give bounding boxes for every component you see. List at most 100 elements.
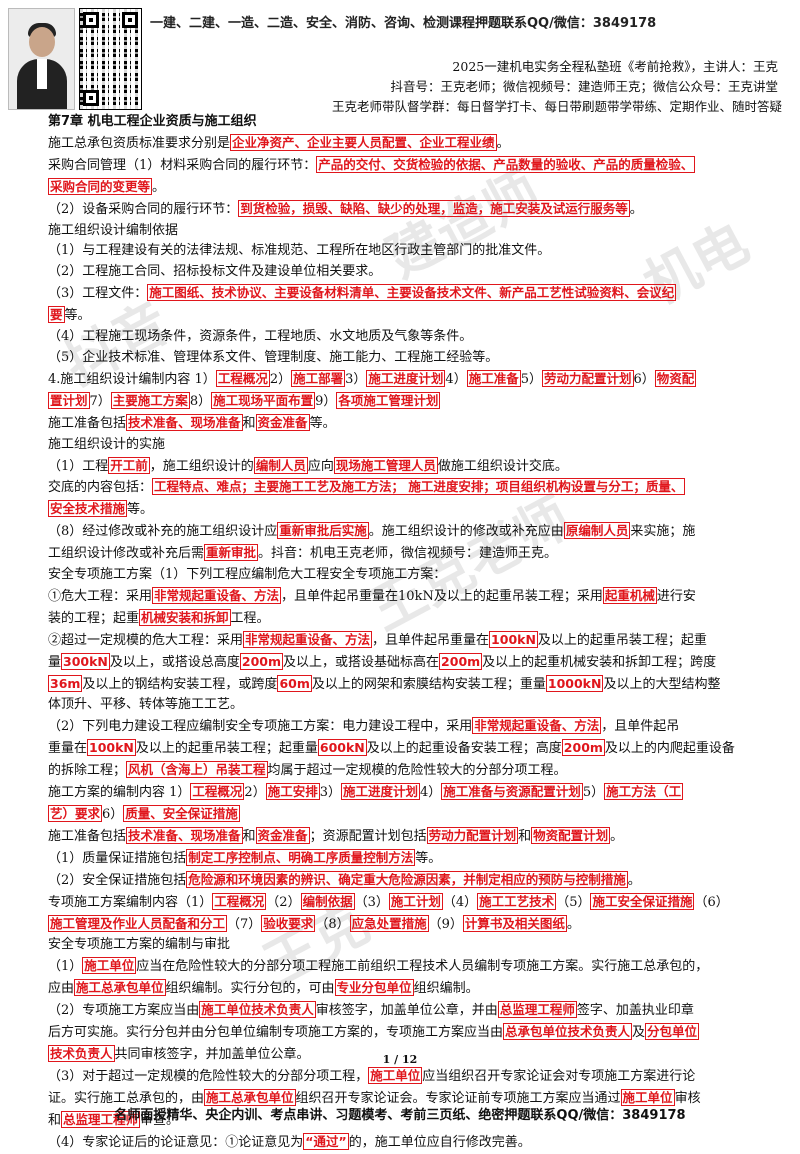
key-point-highlight: 施工进度计划 — [341, 783, 421, 801]
key-point-highlight: 200m — [239, 652, 284, 670]
text-segment: ①危大工程：采用 — [48, 588, 153, 604]
text-line: 安全技术措施等。 — [48, 499, 760, 521]
key-point-highlight: 要 — [48, 306, 65, 324]
text-line: 后方可实施。实行分包并由分包单位编制专项施工方案的，专项施工方案应当由总承包单位… — [48, 1022, 760, 1044]
key-point-highlight: 技术负责人 — [48, 1044, 115, 1062]
text-segment: （5） — [556, 894, 591, 910]
text-line: （3）对于超过一定规模的危险性较大的分部分项工程，施工单位应当组织召开专家论证会… — [48, 1066, 760, 1088]
text-segment: 进行安 — [656, 588, 696, 604]
text-line: （2）下列电力建设工程应编制安全专项施工方案：电力建设工程中，采用非常规起重设备… — [48, 716, 760, 738]
key-point-highlight: 施工单位 — [368, 1066, 423, 1084]
text-segment: （6） — [694, 894, 729, 910]
text-segment: 施工方案的编制内容 1） — [48, 785, 191, 801]
text-segment: （2）专项施工方案应当由 — [48, 1003, 200, 1019]
key-point-highlight: 总监理工程师 — [497, 1001, 577, 1019]
key-point-highlight: 非常规起重设备、方法 — [243, 630, 373, 648]
text-segment: 及以上的网架和索膜结构安装工程；重量 — [311, 676, 546, 692]
key-point-highlight: 资金准备 — [255, 413, 310, 431]
text-line: 交底的内容包括：工程特点、难点；主要施工工艺及施工方法； 施工进度安排；项目组织… — [48, 477, 760, 499]
key-point-highlight: 原编制人员 — [563, 522, 631, 540]
key-point-highlight: 验收要求 — [261, 914, 316, 932]
text-segment: 4） — [445, 371, 467, 387]
text-line: 的拆除工程；风机（含海上）吊装工程均属于超过一定规模的危险性较大的分部分项工程。 — [48, 760, 760, 782]
key-point-highlight: 现场施工管理人员 — [333, 456, 438, 474]
text-segment: 及 — [632, 1025, 646, 1041]
text-segment: 应由 — [48, 981, 75, 997]
teacher-photo — [8, 8, 75, 110]
key-point-highlight: 技术准备、现场准备 — [126, 826, 243, 844]
text-segment: 。 — [627, 872, 641, 888]
text-segment: 2） — [269, 371, 292, 387]
key-point-highlight: 300kN — [61, 652, 110, 670]
text-segment: 8） — [189, 393, 212, 409]
key-point-highlight: 重新审批 — [204, 544, 259, 562]
key-point-highlight: 风机（含海上）吊装工程 — [126, 761, 268, 779]
text-segment: 及以上的钢结构安装工程，或跨度 — [82, 676, 278, 692]
key-point-highlight: 施工单位技术负责人 — [199, 1001, 316, 1019]
text-segment: ，且单件起吊重量在10kN及以上的起重吊装工程；采用 — [281, 588, 603, 604]
text-line: 施工组织设计编制依据 — [48, 221, 760, 242]
text-segment: 装的工程；起重 — [48, 610, 140, 626]
key-point-highlight: 制定工序控制点、明确工序质量控制方法 — [186, 848, 416, 866]
text-segment: 重量在 — [48, 741, 88, 757]
key-point-highlight: 工程概况 — [212, 892, 267, 910]
study-group-info: 王克老师带队督学群：每日督学打卡、每日带刷题带学带练、定期作业、随时答疑 — [331, 99, 782, 114]
text-segment: 组织编制。 — [413, 981, 479, 997]
text-segment: 。 — [152, 179, 166, 195]
text-segment: （9） — [428, 916, 463, 932]
text-segment: 施工总承包资质标准要求分别是 — [48, 135, 231, 151]
text-segment: （2）设备采购合同的履行环节： — [48, 201, 239, 217]
contact-banner: 一建、二建、一造、二造、安全、消防、咨询、检测课程押题联系QQ/微信：38491… — [150, 16, 657, 31]
text-line: 采购合同管理（1）材料采购合同的履行环节：产品的交付、交货检验的依据、产品数量的… — [48, 155, 760, 177]
text-segment: 的拆除工程； — [48, 763, 127, 779]
text-segment: （4）专家论证后的论证意见：①论证意见为 — [48, 1134, 304, 1150]
text-line: ①危大工程：采用非常规起重设备、方法，且单件起吊重量在10kN及以上的起重吊装工… — [48, 586, 760, 608]
text-segment: 及以上的内爬起重设备 — [604, 741, 735, 757]
key-point-highlight: 200m — [561, 739, 605, 757]
text-segment: ，施工组织设计的 — [149, 458, 254, 474]
text-segment: 审查。 — [140, 1112, 180, 1128]
text-line: 安全专项施工方案的编制与审批 — [48, 935, 760, 956]
key-point-highlight: 编制依据 — [300, 892, 355, 910]
text-segment: 4.施工组织设计编制内容 1） — [48, 371, 216, 387]
key-point-highlight: 36m — [48, 674, 83, 692]
text-segment: 安全专项施工方案的编制与审批 — [48, 937, 231, 953]
text-segment: 证。实行施工总承包的，由 — [48, 1090, 205, 1106]
text-segment: 施工组织设计的实施 — [48, 436, 166, 452]
text-segment: 应当组织召开专家论证会对专项施工方案进行论 — [422, 1068, 696, 1084]
text-segment: 组织召开专家论证会。专家论证前专项施工方案应当通过 — [295, 1090, 621, 1106]
text-segment: 及以上，或搭设总高度 — [109, 654, 240, 670]
text-segment: 共同审核签字，并加盖单位公章。 — [114, 1046, 310, 1062]
key-point-highlight: 置计划 — [48, 391, 90, 409]
text-segment: ；资源配置计划包括 — [309, 828, 427, 844]
text-segment: 应当在危险性较大的分部分项工程施工前组织工程技术人员编制专项施工方案。实行施工总… — [136, 959, 709, 975]
key-point-highlight: 劳动力配置计划 — [542, 369, 634, 387]
key-point-highlight: 施工总承包单位 — [204, 1088, 296, 1106]
text-line: 施工组织设计的实施 — [48, 435, 760, 456]
key-point-highlight: 施工工艺技术 — [477, 892, 557, 910]
text-segment: 等。 — [127, 502, 154, 518]
key-point-highlight: 施工现场平面布置 — [211, 391, 316, 409]
text-segment: （1）工程 — [48, 458, 109, 474]
key-point-highlight: 应急处置措施 — [349, 914, 429, 932]
key-point-highlight: 产品的交付、交货检验的依据、产品数量的验收、产品的质量检验、 — [316, 155, 696, 173]
key-point-highlight: 质量、安全保证措施 — [123, 805, 240, 822]
text-segment: 等。 — [64, 308, 91, 324]
text-segment: 4） — [420, 785, 442, 801]
key-point-highlight: 艺）要求 — [48, 805, 103, 822]
text-segment: 和 — [242, 415, 256, 431]
text-segment: 6） — [633, 371, 655, 387]
text-line: （1）质量保证措施包括制定工序控制点、明确工序质量控制方法等。 — [48, 848, 760, 870]
key-point-highlight: 物资配 — [654, 369, 697, 387]
key-point-highlight: 施工方法（工 — [604, 783, 684, 801]
key-point-highlight: 施工计划 — [388, 892, 443, 910]
chapter-heading: 第7章 机电工程企业资质与施工组织 — [48, 112, 760, 133]
text-segment: 。 — [610, 828, 624, 844]
text-segment: ②超过一定规模的危大工程：采用 — [48, 632, 244, 648]
footer-banner: 名师面授精华、央企内训、考点串讲、习题模考、考前三页纸、绝密押题联系QQ/微信：… — [114, 1108, 686, 1123]
text-line: 施工管理及作业人员配备和分工（7）验收要求（8）应急处置措施（9）计算书及相关图… — [48, 914, 760, 936]
text-line: （1）工程开工前，施工组织设计的编制人员应向现场施工管理人员做施工组织设计交底。 — [48, 456, 760, 478]
key-point-highlight: 安全技术措施 — [48, 500, 128, 518]
